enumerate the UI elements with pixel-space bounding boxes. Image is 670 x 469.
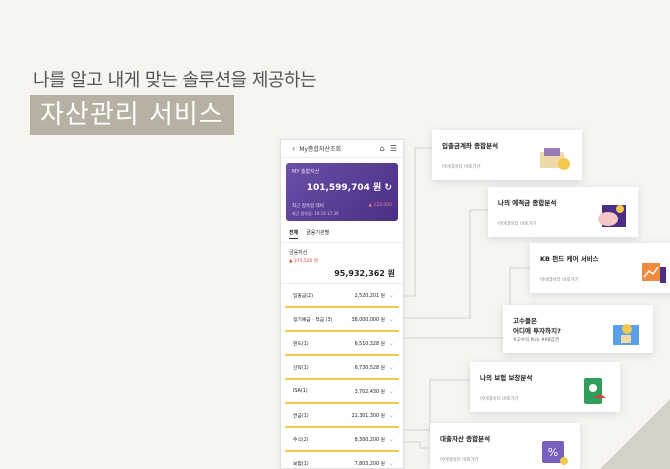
chevron-down-icon: ⌄: [388, 435, 394, 443]
card-loan-analysis[interactable]: 대출자산 종합분석 마이데이터 바로가기 %: [430, 423, 580, 469]
card-label: MY 총합자산: [292, 169, 320, 175]
account-row[interactable]: 펀드(1) 6,510,328 원⌄: [285, 332, 399, 356]
account-list: 입출금(2)2,520,201 원⌄ 정기예금 · 적금 (3)38,000,0…: [281, 284, 403, 468]
card-fund-care[interactable]: KB 펀드 케어 서비스 마이데이터 바로가기: [530, 243, 670, 293]
account-value: 7,803,200 원: [354, 461, 385, 467]
wallet-icon: [540, 148, 570, 170]
summary-total: 95,932,362 원: [334, 269, 395, 278]
account-name: ISA(1): [293, 388, 308, 394]
account-value: 21,301,300 원: [351, 413, 385, 419]
hero-title: 자산관리 서비스: [30, 95, 234, 135]
account-value: 6,730,528 원: [354, 365, 385, 371]
fund-chart-icon: [642, 263, 666, 283]
card-title: 나의 보험 보장분석: [480, 374, 533, 382]
card-title-line2: 어디에 투자하지?: [513, 327, 561, 335]
account-name: 보험(1): [293, 461, 309, 467]
account-value: 38,000,000 원: [351, 317, 385, 323]
phone-mockup: ‹ My종합자산조회 ⌂ ☰ MY 총합자산 101,599,704 원 ↻ 최…: [280, 139, 404, 469]
card-compare-label: 최근 접속일 대비: [292, 204, 324, 209]
card-title: 고수들은: [513, 317, 537, 325]
card-sub: #고수의 Pick #KB증권: [513, 338, 560, 343]
card-date: 최근 접속일: 19.19 17:39: [292, 211, 339, 216]
chevron-down-icon: ⌄: [388, 411, 394, 419]
card-expert-pick[interactable]: 고수들은 어디에 투자하지? #고수의 Pick #KB증권: [503, 305, 653, 353]
calculator-icon: %: [542, 441, 568, 465]
financial-summary: 금융자산 ▲ 375,520 원 95,932,362 원: [281, 243, 403, 284]
chevron-down-icon: ⌄: [388, 363, 394, 371]
card-sub: 마이데이터 바로가기: [540, 278, 579, 283]
chevron-down-icon: ⌄: [388, 387, 394, 395]
asset-summary-card[interactable]: MY 총합자산 101,599,704 원 ↻ 최근 접속일 대비 ▲ 233,…: [286, 163, 398, 221]
account-value: 8,300,200 원: [354, 437, 385, 443]
account-name: 펀드(1): [293, 341, 309, 347]
account-name: 입출금(2): [293, 293, 314, 299]
chevron-down-icon: ⌄: [388, 315, 394, 323]
account-name: 주식(2): [293, 437, 309, 443]
account-row[interactable]: 정기예금 · 적금 (3) 38,000,000 원⌄: [285, 308, 399, 332]
phone-tabs: 전체 금융기관별: [281, 221, 403, 243]
account-name: 신탁(1): [293, 365, 309, 371]
account-value: 6,510,328 원: [354, 341, 385, 347]
home-icon[interactable]: ⌂: [379, 144, 385, 153]
chevron-down-icon: ⌄: [388, 459, 394, 467]
account-row[interactable]: 주식(2) 8,300,200 원⌄: [285, 428, 399, 452]
card-sub: 마이데이터 바로가기: [440, 458, 479, 463]
card-insurance-analysis[interactable]: 나의 보험 보장분석 마이데이터 바로가기: [470, 362, 620, 412]
card-title: 대출자산 종합분석: [440, 435, 491, 443]
chevron-left-icon[interactable]: ‹: [292, 144, 296, 153]
account-name: 연금(1): [293, 413, 309, 419]
card-title: KB 펀드 케어 서비스: [540, 255, 599, 263]
account-value: 3,702,430 원: [354, 389, 385, 395]
card-change: ▲ 233,000: [368, 203, 393, 208]
account-row[interactable]: 보험(1) 7,803,200 원⌄: [285, 452, 399, 468]
hero-subtitle: 나를 알고 내게 맞는 솔루션을 제공하는: [33, 70, 317, 91]
card-title: 나의 예적금 종합분석: [498, 199, 557, 207]
chevron-down-icon: ⌄: [388, 291, 394, 299]
chevron-down-icon: ⌄: [388, 339, 394, 347]
card-sub: 마이데이터 바로가기: [498, 222, 537, 227]
summary-change: ▲ 375,520 원: [289, 259, 319, 264]
card-checking-analysis[interactable]: 입출금계좌 종합분석 마이데이터 바로가기: [432, 130, 582, 180]
card-deposit-analysis[interactable]: 나의 예적금 종합분석 마이데이터 바로가기: [488, 187, 638, 237]
phone-header-title: My종합자산조회: [299, 146, 342, 153]
card-amount: 101,599,704 원 ↻: [306, 183, 392, 193]
menu-icon[interactable]: ☰: [389, 144, 397, 153]
account-row[interactable]: ISA(1) 3,702,430 원⌄: [285, 380, 399, 404]
account-row[interactable]: 신탁(1) 6,730,528 원⌄: [285, 356, 399, 380]
phone-header: ‹ My종합자산조회 ⌂ ☰: [281, 140, 403, 158]
card-title: 입출금계좌 종합분석: [442, 142, 499, 150]
card-sub: 마이데이터 바로가기: [480, 397, 519, 402]
account-row[interactable]: 연금(1) 21,301,300 원⌄: [285, 404, 399, 428]
card-sub: 마이데이터 바로가기: [442, 165, 481, 170]
hand-coin-icon: [613, 324, 639, 345]
account-row[interactable]: 입출금(2) 2,520,201 원⌄: [285, 284, 399, 308]
tab-all[interactable]: 전체: [289, 229, 299, 239]
tab-institution[interactable]: 금융기관별: [306, 230, 330, 236]
piggy-bank-icon: [598, 205, 626, 227]
insurance-icon: [584, 378, 606, 404]
account-name: 정기예금 · 적금 (3): [293, 317, 333, 323]
account-value: 2,520,201 원: [354, 293, 385, 299]
svg-text:%: %: [548, 446, 558, 459]
refresh-icon[interactable]: ↻: [384, 183, 392, 193]
summary-label: 금융자산: [289, 250, 308, 256]
